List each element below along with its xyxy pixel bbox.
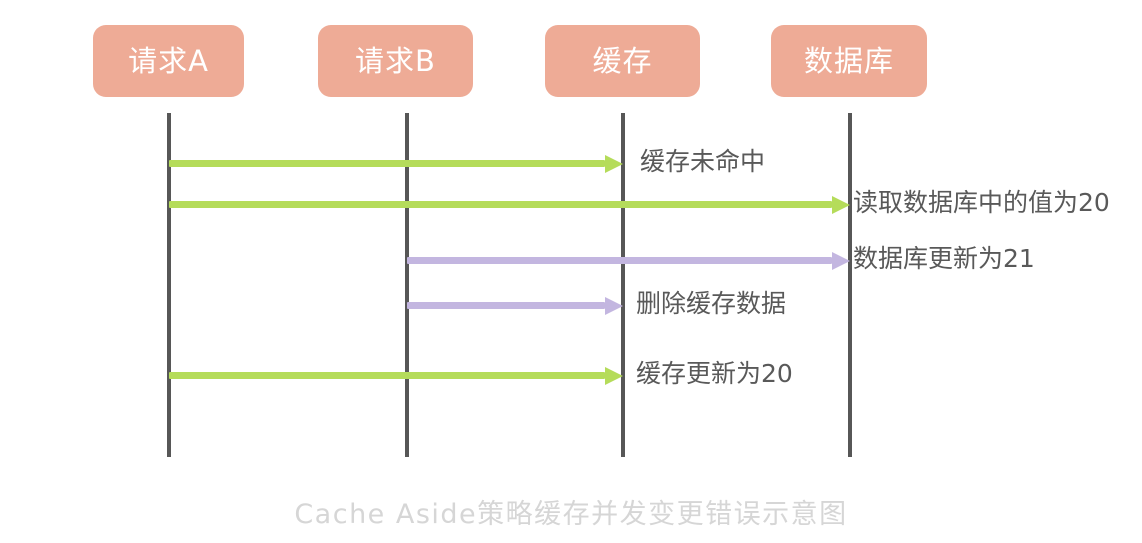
actor-label-database: 数据库 — [803, 43, 894, 78]
lifeline-request-b — [405, 113, 409, 457]
arrow-shaft — [407, 257, 832, 264]
arrow-shaft — [407, 302, 605, 309]
message-label-db-update-21: 数据库更新为21 — [853, 244, 1035, 273]
lifeline-database — [848, 113, 852, 457]
actor-box-request-a: 请求A — [93, 25, 244, 97]
arrow-head-icon — [832, 195, 850, 214]
actor-label-request-b: 请求B — [355, 43, 436, 78]
message-label-cache-miss: 缓存未命中 — [640, 147, 766, 176]
diagram-caption: Cache Aside策略缓存并发变更错误示意图 — [294, 499, 848, 530]
arrow-head-icon — [832, 251, 850, 270]
actor-label-cache: 缓存 — [592, 43, 653, 78]
lifeline-cache — [621, 113, 625, 457]
actor-label-request-a: 请求A — [128, 43, 209, 78]
arrow-head-icon — [605, 366, 623, 385]
message-label-read-db-value-20: 读取数据库中的值为20 — [853, 188, 1110, 217]
actor-box-cache: 缓存 — [545, 25, 700, 97]
message-arrow-db-update-21 — [407, 251, 850, 270]
arrow-head-icon — [605, 154, 623, 173]
arrow-head-icon — [605, 296, 623, 315]
actor-box-database: 数据库 — [771, 25, 927, 97]
message-arrow-delete-cache-data — [407, 296, 623, 315]
message-arrow-read-db-value-20 — [169, 195, 850, 214]
arrow-shaft — [169, 372, 605, 379]
message-label-delete-cache-data: 删除缓存数据 — [636, 289, 787, 318]
lifeline-request-a — [167, 113, 171, 457]
message-arrow-cache-miss — [169, 154, 623, 173]
message-arrow-cache-update-20 — [169, 366, 623, 385]
actor-box-request-b: 请求B — [318, 25, 473, 97]
arrow-shaft — [169, 160, 605, 167]
arrow-shaft — [169, 201, 832, 208]
message-label-cache-update-20: 缓存更新为20 — [636, 359, 793, 388]
